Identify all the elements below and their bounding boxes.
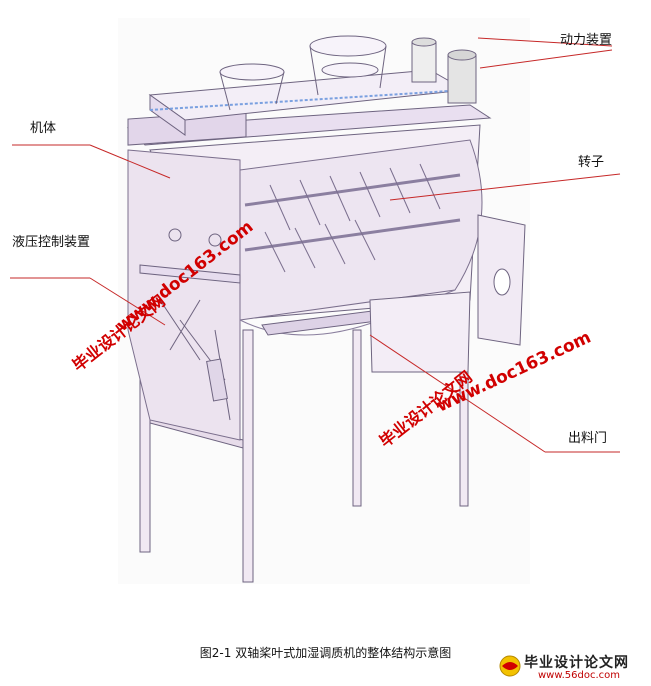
logo-title: 毕业设计论文网 [524,655,629,671]
leader-lines [10,37,621,453]
leg-back-right [352,329,362,507]
label-rotor: 转子 [578,155,604,170]
label-outlet: 出料门 [568,431,607,446]
lid-edge-blue [149,89,466,111]
hydraulic-linkage [159,228,231,421]
leader-power-1 [477,37,613,47]
label-body: 机体 [30,121,56,136]
side-tray [139,264,241,284]
shaft-2 [244,218,461,252]
label-hydraulic: 液压控制装置 [12,235,90,250]
shaft-1 [244,173,461,207]
machine-illustration [126,35,526,583]
paddles [264,163,441,273]
logo-globe-icon [499,655,521,677]
leader-hydraulic-2 [89,277,166,326]
under-box [369,291,471,373]
lid-front [149,94,186,136]
leg-front-right [242,329,254,583]
leader-power-2 [479,49,613,69]
inlet-mid [309,35,387,57]
inlet-right [321,62,379,78]
logo-url: www.56doc.com [538,670,621,681]
right-box-hole [493,268,511,296]
site-logo: 毕业设计论文网 www.56doc.com [498,652,648,684]
label-power: 动力装置 [560,33,612,48]
leader-outlet [369,334,546,453]
machine-diagram: 动力装置 机体 转子 液压控制装置 出料门 www.doc163.com 毕业设… [10,33,621,583]
leader-body-2 [89,144,171,179]
inlet-left [219,63,285,81]
figure-caption: 图2-1 双轴桨叶式加湿调质机的整体结构示意图 [199,646,452,660]
motor-2 [447,54,477,104]
motor-1 [411,41,437,83]
leader-rotor [389,173,621,201]
